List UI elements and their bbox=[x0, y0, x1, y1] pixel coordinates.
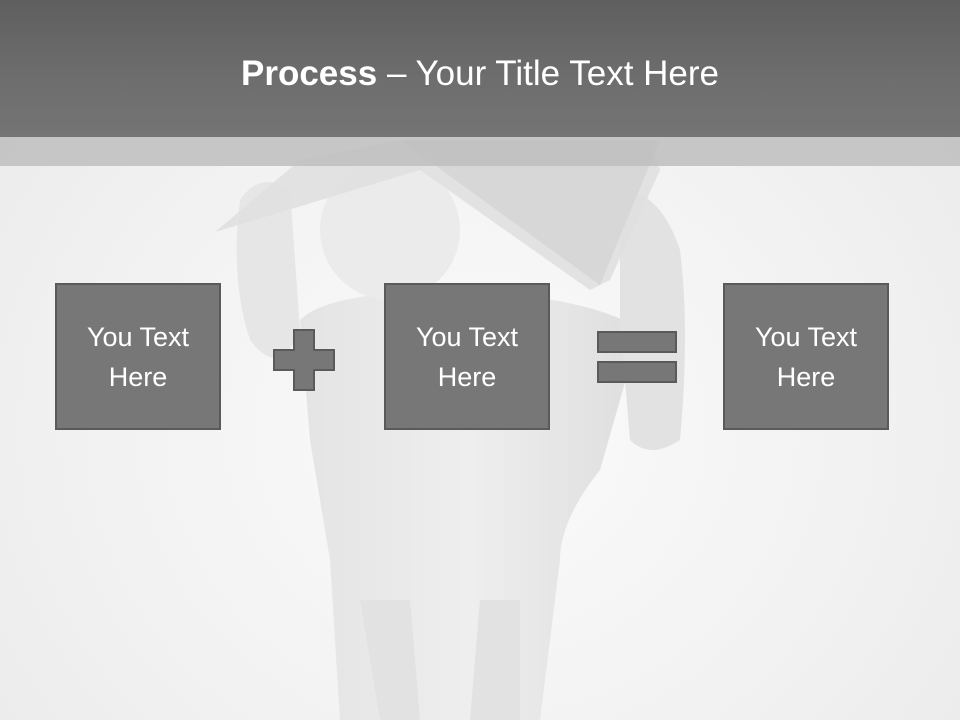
slide-title[interactable]: Process – Your Title Text Here bbox=[0, 52, 960, 96]
plus-icon bbox=[273, 329, 335, 391]
process-box-2[interactable]: You Text Here bbox=[384, 283, 550, 430]
equals-icon bbox=[597, 331, 677, 383]
title-bar bbox=[0, 0, 960, 137]
title-bar-accent-strip bbox=[0, 137, 960, 166]
process-box-3[interactable]: You Text Here bbox=[723, 283, 889, 430]
process-box-3-text: You Text Here bbox=[754, 321, 858, 392]
process-box-1-text: You Text Here bbox=[86, 321, 190, 392]
process-box-1[interactable]: You Text Here bbox=[55, 283, 221, 430]
title-rest-part: – Your Title Text Here bbox=[377, 54, 719, 93]
process-box-2-text: You Text Here bbox=[415, 321, 519, 392]
title-bold-part: Process bbox=[241, 54, 378, 93]
